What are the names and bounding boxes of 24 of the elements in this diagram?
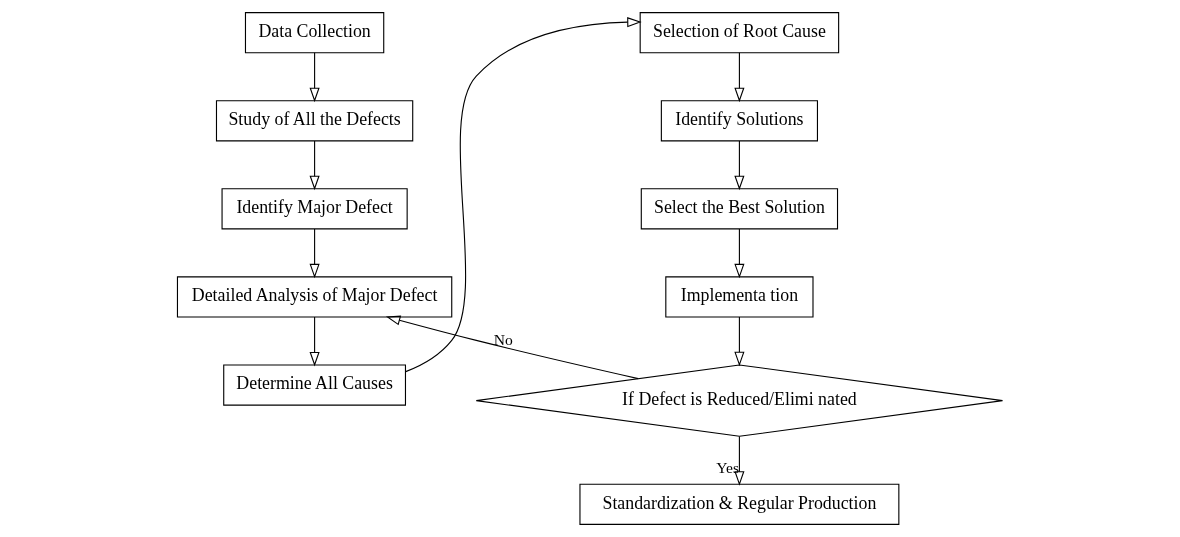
arrow bbox=[734, 52, 745, 103]
node-box: Standardization & Regular Production bbox=[579, 483, 900, 525]
arrow bbox=[734, 228, 745, 279]
arrow bbox=[734, 435, 745, 486]
node-box: Determine All Causes bbox=[223, 364, 407, 406]
arrow bbox=[734, 316, 745, 367]
node-box: Study of All the Defects bbox=[215, 100, 414, 142]
edge-label: Yes bbox=[716, 458, 740, 476]
node-box: Detailed Analysis of Major Defect bbox=[176, 276, 453, 318]
arrow bbox=[385, 315, 639, 380]
arrow bbox=[309, 140, 320, 191]
node-box: Selection of Root Cause bbox=[639, 12, 840, 54]
node-box: Identify Solutions bbox=[660, 100, 818, 142]
edge-label: No bbox=[493, 331, 513, 349]
arrow bbox=[405, 17, 642, 373]
node-box: Select the Best Solution bbox=[640, 188, 839, 230]
node-box: Identify Major Defect bbox=[221, 188, 408, 230]
node-diamond: If Defect is Reduced/Elimi nated bbox=[475, 364, 1004, 437]
arrow bbox=[309, 316, 320, 367]
node-box: Data Collection bbox=[244, 12, 385, 54]
node-box: Implementa tion bbox=[665, 276, 814, 318]
arrow bbox=[309, 228, 320, 279]
arrow bbox=[734, 140, 745, 191]
arrow bbox=[309, 52, 320, 103]
